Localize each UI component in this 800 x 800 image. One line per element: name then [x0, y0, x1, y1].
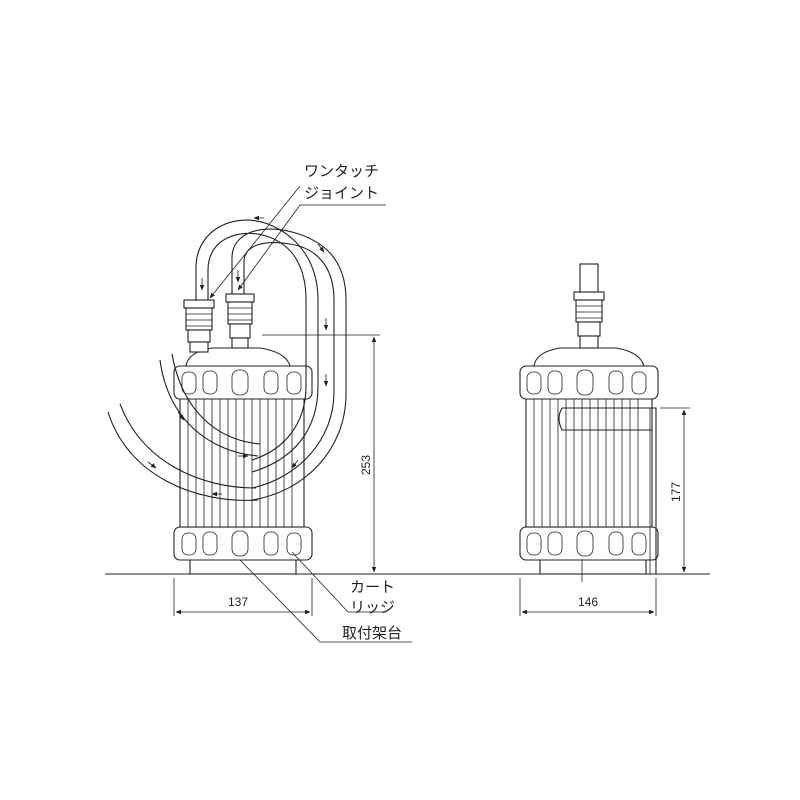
label-joint-line1: ワンタッチ	[304, 163, 379, 180]
flow-arrows	[147, 215, 329, 497]
side-head-dome	[533, 347, 645, 367]
dim-side-width: 146	[578, 595, 598, 609]
dimension-177	[660, 407, 690, 573]
front-body-ribs	[187, 398, 293, 527]
front-cartridge-body	[179, 397, 305, 528]
dimension-146	[519, 578, 657, 616]
tube-left-arc-1	[159, 359, 259, 457]
joint-leader	[209, 185, 386, 299]
tube-inner-loop	[195, 219, 319, 473]
tube-left-arc-2	[107, 411, 259, 501]
cartridge-leader	[291, 551, 386, 613]
side-fitting	[573, 263, 605, 349]
label-cartridge-line2: リッジ	[350, 599, 395, 616]
side-mount-bracket	[562, 407, 657, 574]
dimension-137	[173, 578, 313, 616]
mount-leader	[239, 559, 412, 643]
dim-front-width: 137	[228, 595, 248, 609]
side-view	[519, 263, 659, 582]
dim-side-height: 177	[669, 482, 683, 502]
front-bottom-ring-slots	[181, 530, 302, 557]
dim-front-height: 253	[359, 455, 373, 475]
front-head-dome	[185, 347, 291, 367]
label-mount: 取付架台	[342, 625, 402, 642]
label-joint-line2: ジョイント	[304, 185, 379, 202]
front-view	[107, 215, 347, 575]
label-cartridge-line1: カート	[350, 579, 395, 596]
right-fitting	[225, 293, 255, 349]
side-cartridge-body	[525, 397, 653, 528]
front-top-ring-slots	[181, 369, 302, 396]
dimension-253	[262, 334, 380, 573]
left-fitting	[183, 299, 215, 353]
tube-outer-loop	[231, 228, 347, 501]
